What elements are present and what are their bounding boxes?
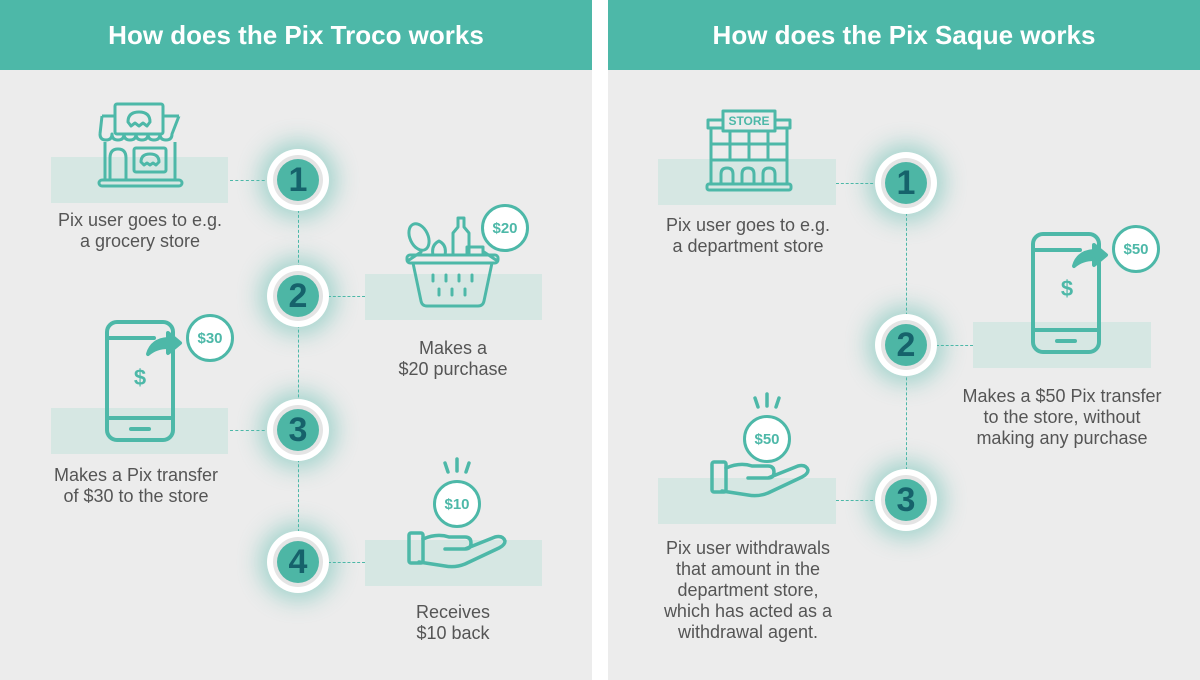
step-2-highlight bbox=[365, 274, 542, 320]
pix-saque-title: How does the Pix Saque works bbox=[608, 0, 1200, 70]
timeline-connector bbox=[298, 180, 299, 562]
connector bbox=[328, 562, 365, 563]
step-2-description: Makes a$20 purchase bbox=[398, 338, 508, 379]
hand-coin-icon bbox=[407, 457, 507, 569]
connector bbox=[836, 183, 878, 184]
step-number-3: 3 bbox=[267, 399, 329, 461]
step-3-highlight bbox=[658, 478, 836, 524]
connector bbox=[936, 345, 973, 346]
connector bbox=[230, 430, 270, 431]
step-number-4: 4 bbox=[267, 531, 329, 593]
phone-transfer-icon bbox=[1031, 232, 1108, 354]
step-number-2: 2 bbox=[875, 314, 937, 376]
store-sign: STORE bbox=[728, 114, 770, 128]
connector bbox=[836, 500, 878, 501]
dollar-sign: $ bbox=[1060, 276, 1074, 301]
step-4-description: Receives$10 back bbox=[415, 602, 491, 643]
shopping-basket-icon bbox=[405, 216, 500, 308]
hand-coin-icon bbox=[710, 392, 810, 498]
amount-badge: $30 bbox=[186, 314, 234, 362]
step-number-1: 1 bbox=[267, 149, 329, 211]
dollar-sign: $ bbox=[133, 365, 147, 390]
pix-saque-panel: How does the Pix Saque works 1 2 3 STORE… bbox=[608, 0, 1200, 680]
pix-troco-title: How does the Pix Troco works bbox=[0, 0, 592, 70]
step-1-description: Pix user goes to e.g.a grocery store bbox=[57, 210, 223, 251]
pix-troco-panel: How does the Pix Troco works 1 2 3 4 $20 bbox=[0, 0, 592, 680]
amount-badge: $50 bbox=[1112, 225, 1160, 273]
amount-badge: $20 bbox=[481, 204, 529, 252]
connector bbox=[230, 180, 270, 181]
department-store-icon bbox=[705, 109, 793, 192]
step-number-2: 2 bbox=[267, 265, 329, 327]
connector bbox=[328, 296, 365, 297]
step-1-description: Pix user goes to e.g.a department store bbox=[665, 215, 831, 256]
grocery-store-icon bbox=[97, 102, 184, 188]
step-number-3: 3 bbox=[875, 469, 937, 531]
coin-badge: $50 bbox=[743, 415, 791, 463]
phone-transfer-icon bbox=[105, 320, 182, 442]
step-number-1: 1 bbox=[875, 152, 937, 214]
coin-badge: $10 bbox=[433, 480, 481, 528]
